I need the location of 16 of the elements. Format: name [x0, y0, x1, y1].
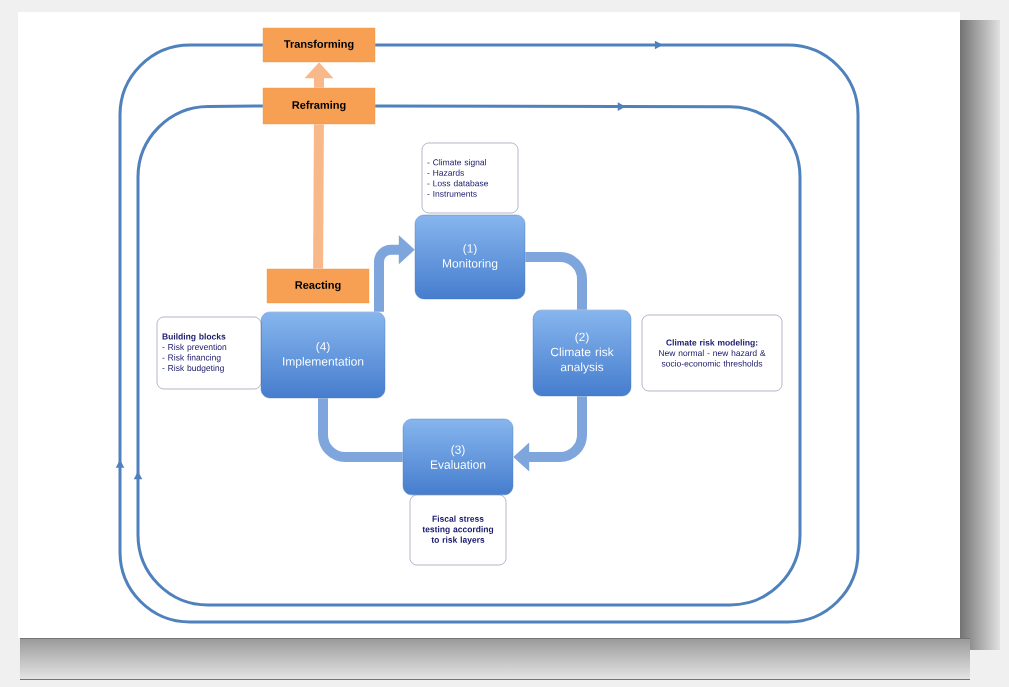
- note-box: Fiscal stress testing according to risk layers: [409, 494, 507, 566]
- connector: [313, 124, 324, 269]
- level-box: Transforming: [262, 27, 376, 63]
- level-box: Reacting: [266, 268, 370, 304]
- note-box: Climate risk modeling: New normal - new hazard & socio-economic thresholds: [641, 314, 783, 392]
- loop-arrow: [115, 40, 860, 624]
- process-box: (3) Evaluation: [402, 418, 514, 496]
- note-box: Building blocks - Risk prevention - Risk financing - Risk budgeting: [156, 316, 262, 390]
- connector: [318, 398, 403, 462]
- process-box: (1) Monitoring: [414, 214, 526, 300]
- process-box: (4) Implementation: [260, 311, 386, 399]
- process-box: (2) Climate risk analysis: [532, 309, 632, 397]
- note-box: - Climate signal - Hazards - Loss database - Instruments: [421, 142, 519, 214]
- level-box: Reframing: [262, 87, 376, 125]
- loop-arrow: [133, 102, 802, 607]
- connector: [525, 252, 587, 310]
